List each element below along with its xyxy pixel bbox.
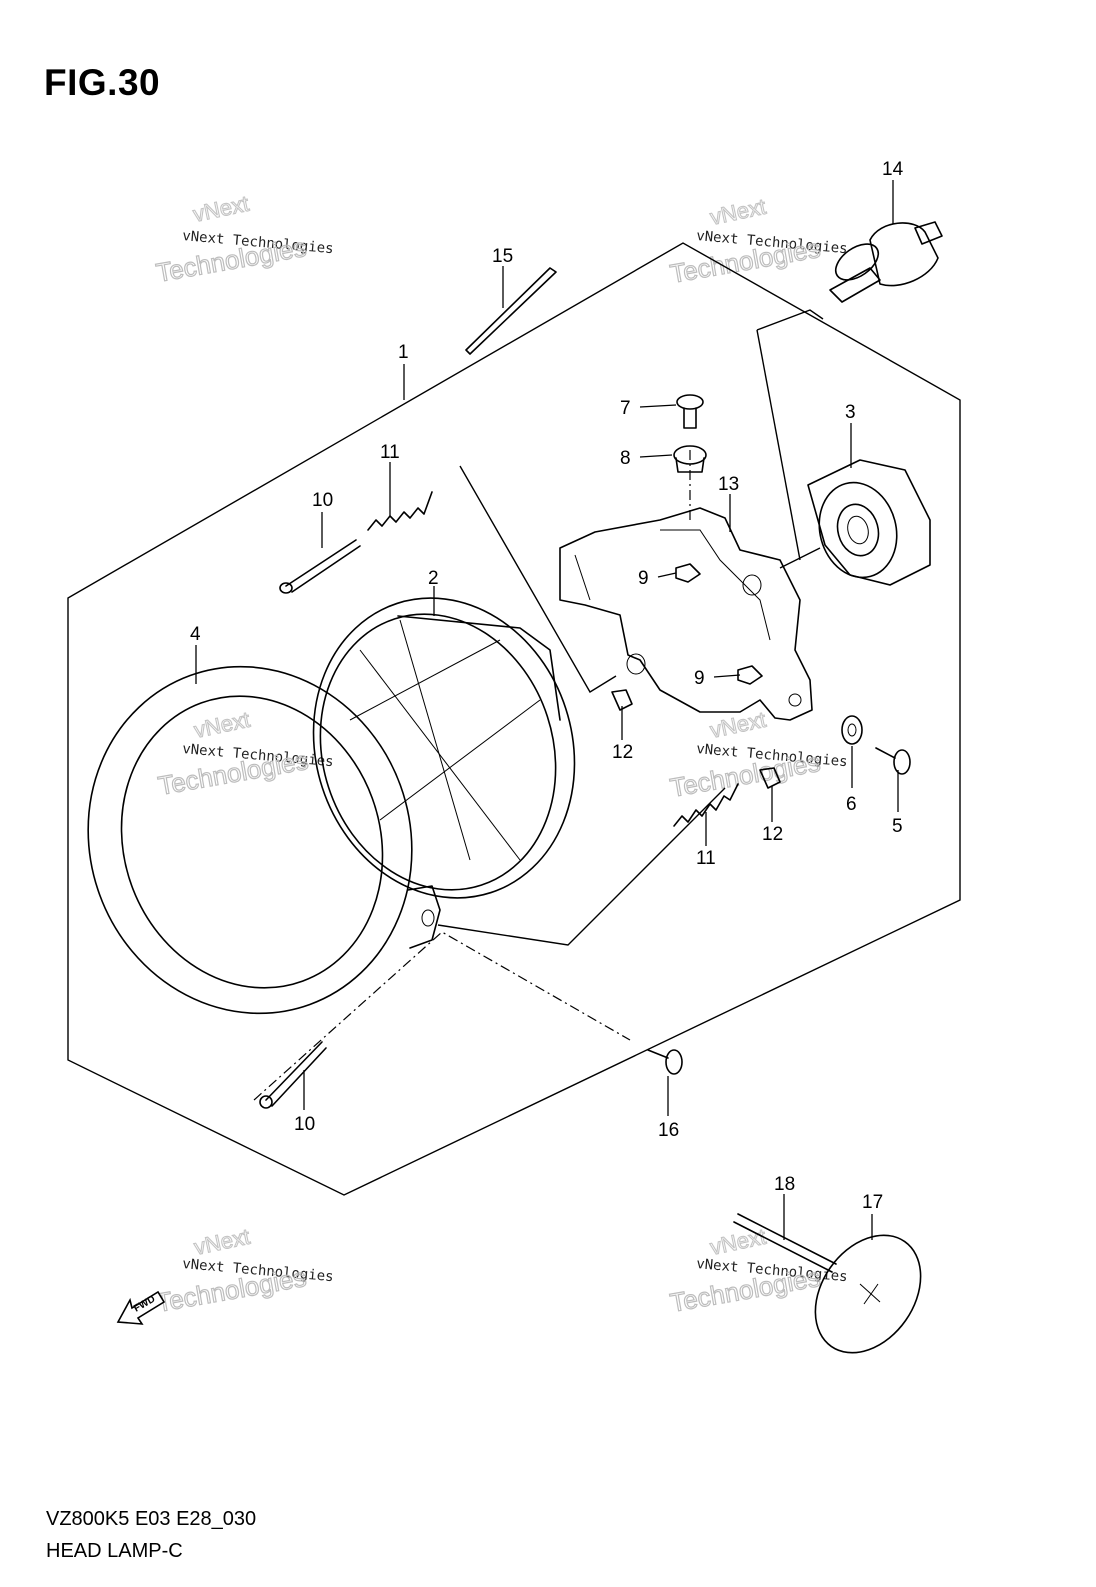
callout-11-lower: 11 bbox=[696, 848, 716, 869]
part-11-spring-lower bbox=[673, 783, 739, 827]
watermark-mid-left: vNext vNext Technologies Technologies bbox=[155, 706, 334, 801]
callout-10-lower: 10 bbox=[294, 1114, 315, 1135]
cover-subframe-link bbox=[779, 547, 821, 569]
callout-7: 7 bbox=[620, 398, 631, 419]
figure-title: FIG.30 bbox=[44, 62, 161, 103]
watermark-bottom-left: vNext vNext Technologies Technologies bbox=[153, 1223, 334, 1318]
callout-17: 17 bbox=[862, 1192, 883, 1213]
watermark-vnext: vNext bbox=[708, 1224, 768, 1260]
callout-1: 1 bbox=[398, 342, 409, 363]
part-16-screw bbox=[647, 1049, 683, 1075]
cover-subframe-left bbox=[756, 329, 801, 561]
watermark-bottom-right: vNext vNext Technologies Technologies bbox=[667, 1223, 848, 1318]
callout-9-upper: 9 bbox=[638, 568, 649, 589]
callout-2: 2 bbox=[428, 568, 439, 589]
watermark-vnext: vNext bbox=[708, 194, 768, 230]
callout-8: 8 bbox=[620, 448, 631, 469]
callout-11-upper: 11 bbox=[380, 442, 400, 463]
leader-lines bbox=[195, 180, 899, 1240]
part-18-bolt bbox=[733, 1213, 837, 1273]
callout-4: 4 bbox=[190, 624, 201, 645]
watermark-top-left: vNext vNext Technologies Technologies bbox=[153, 190, 334, 288]
part-15-strip bbox=[465, 267, 557, 355]
callout-6: 6 bbox=[846, 794, 857, 815]
callout-5: 5 bbox=[892, 816, 903, 837]
part-17-reflector bbox=[814, 1234, 922, 1354]
part-4-rim bbox=[87, 665, 441, 1015]
part-14-bulb bbox=[829, 221, 943, 303]
callout-15: 15 bbox=[492, 246, 513, 267]
callout-10-upper: 10 bbox=[312, 490, 333, 511]
lens-subframe-bottom bbox=[437, 787, 726, 946]
callout-12-upper: 12 bbox=[612, 742, 633, 763]
figure-name: HEAD LAMP-C bbox=[46, 1540, 183, 1562]
part-9-nut-lower bbox=[737, 665, 763, 685]
lens-subframe-top bbox=[459, 465, 617, 693]
callout-9-lower: 9 bbox=[694, 668, 705, 689]
callout-labels: 1 2 3 4 5 6 7 8 9 9 10 10 11 11 12 12 13… bbox=[190, 159, 904, 1213]
part-2-lens-unit bbox=[312, 597, 576, 899]
callout-16: 16 bbox=[658, 1120, 679, 1141]
part-10-screw-upper bbox=[279, 539, 361, 594]
figure-code: VZ800K5 E03 E28_030 bbox=[46, 1508, 257, 1530]
part-12-nut-upper bbox=[611, 689, 633, 711]
watermark-top-right: vNext vNext Technologies Technologies bbox=[667, 193, 848, 289]
part-3-socket-cover bbox=[807, 459, 931, 586]
callout-3: 3 bbox=[845, 402, 856, 423]
callout-13: 13 bbox=[718, 474, 739, 495]
watermark-vnext: vNext bbox=[192, 707, 252, 743]
part-12-nut-lower bbox=[759, 767, 781, 789]
watermark-mid-right: vNext vNext Technologies Technologies bbox=[667, 706, 848, 803]
part-10-screw-lower bbox=[259, 1041, 327, 1109]
cover-subframe-top bbox=[756, 309, 824, 331]
alignment-line bbox=[253, 931, 631, 1101]
part-13-bracket bbox=[559, 507, 813, 721]
part-8-grommet bbox=[673, 445, 707, 473]
callout-14: 14 bbox=[882, 159, 904, 180]
callout-12-lower: 12 bbox=[762, 824, 783, 845]
watermark-vnext: vNext bbox=[191, 191, 251, 227]
part-5-bolt bbox=[875, 747, 911, 775]
watermark-vnext: vNext bbox=[192, 1224, 252, 1260]
part-9-nut-upper bbox=[675, 563, 701, 583]
part-6-grommet bbox=[841, 715, 863, 745]
part-7-screw bbox=[676, 394, 704, 429]
callout-18: 18 bbox=[774, 1174, 795, 1195]
assembly-frame bbox=[67, 242, 961, 1196]
part-11-spring-upper bbox=[367, 491, 433, 531]
